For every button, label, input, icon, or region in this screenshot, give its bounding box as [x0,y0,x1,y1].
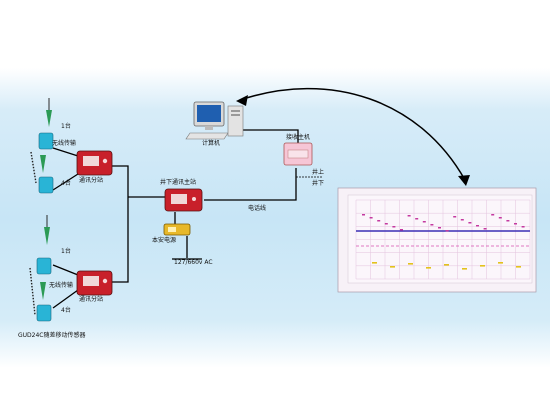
data-mark [390,266,395,268]
computer-icon [185,101,244,140]
sensor-link-2 [52,173,79,191]
comm-sub-top-label: 通讯分站 [79,177,104,184]
data-mark [514,223,517,225]
curved-arrow [239,87,466,181]
data-mark [415,218,419,220]
data-mark [476,225,479,227]
monitoring-chart-panel [337,187,537,293]
antenna-beam-icon [46,110,52,127]
wire-network [52,129,299,309]
data-mark [444,264,449,266]
chart-marks [356,214,530,270]
data-mark [384,223,388,225]
data-mark [407,215,411,217]
station-to-receiver-wire [204,168,297,201]
data-mark [422,221,426,223]
wireless-bottom-label: 无线传输 [49,282,74,289]
power-supply-label: 本安电源 [152,237,177,244]
well-down-label: 井下 [312,180,325,187]
sensor-group-bottom [29,215,52,322]
data-mark [430,224,434,226]
sensor-link-4 [52,289,79,309]
comm-box-bottom-icon [76,270,113,296]
chart-grid [355,199,531,280]
bus-wire [112,165,129,283]
dotted-track [30,151,37,184]
data-mark [372,262,377,264]
data-mark [516,266,521,268]
underground-station-label: 井下通讯主站 [160,179,197,186]
sensor-icon [38,176,54,194]
data-mark [377,220,381,222]
data-mark [426,267,431,269]
sensor-icon [36,304,52,322]
data-mark [498,262,503,264]
data-mark [369,217,373,219]
antenna-beam-icon [40,282,46,300]
data-mark [408,263,413,265]
well-up-label: 井上 [312,169,325,176]
data-mark [462,268,467,270]
unit-4-top-label: 4台 [61,180,71,187]
comm-box-top-icon [76,150,113,176]
data-mark [445,230,449,232]
sensor-group-top [30,98,54,194]
underground-station-icon [164,188,203,212]
data-mark [438,227,441,229]
data-mark [483,228,487,230]
unit-1-bottom-label: 1台 [61,248,71,255]
data-mark [460,219,464,221]
dotted-track [29,267,36,316]
data-mark [362,214,365,216]
antenna-beam-icon [40,155,46,173]
power-supply-icon [163,223,191,236]
data-mark [498,217,502,219]
curved-arrow-tail-head [236,95,248,106]
data-mark [506,220,510,222]
sensor-link-1 [52,147,79,157]
receiver-label: 接收主机 [286,134,311,141]
sensor-model-label: GUD24C随差移动传感器 [18,332,86,339]
data-mark [491,214,495,216]
sensor-icon [36,257,52,275]
data-mark [400,229,403,231]
comm-sub-bottom-label: 通讯分站 [79,296,104,303]
receiver-to-computer-wire [240,129,299,143]
data-mark [521,226,525,228]
unit-1-top-label: 1台 [61,123,71,130]
antenna-beam-icon [44,227,50,245]
voltage-label: 127/660v AC [174,259,213,266]
data-mark [480,265,485,267]
cable-label: 电话线 [248,205,267,212]
receiver-host-icon [283,142,313,166]
unit-4-bottom-label: 4台 [61,307,71,314]
computer-label: 计算机 [202,140,221,147]
data-mark [468,222,472,224]
data-mark [453,216,457,218]
sensor-link-3 [52,264,79,276]
wireless-top-label: 无线传输 [52,140,77,147]
sensor-icon [38,132,54,150]
curved-arrow-head [458,175,470,186]
data-mark [392,226,396,228]
